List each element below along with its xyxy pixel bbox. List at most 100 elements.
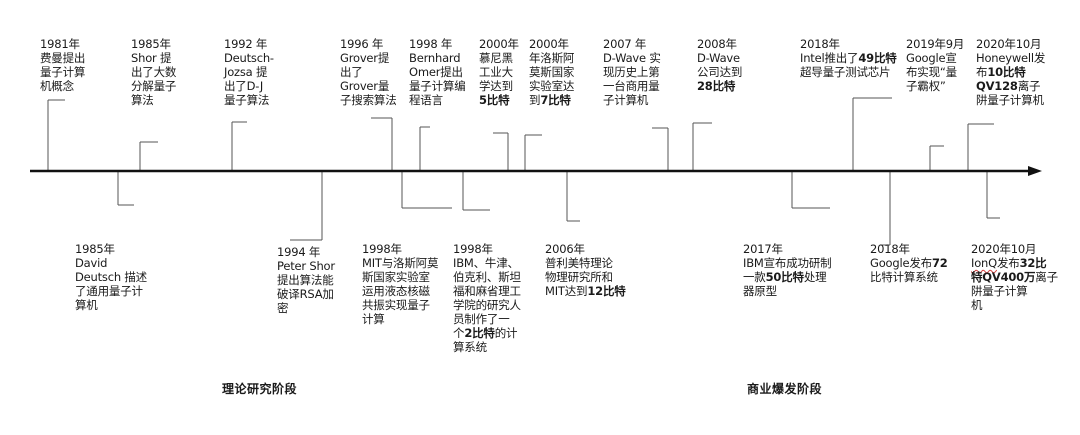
event-text-line: 器原型 (743, 284, 777, 298)
event-text-line: 算法 (131, 93, 154, 107)
event-text-line: 机概念 (40, 79, 74, 93)
event-text-line: 布10比特 (976, 65, 1026, 79)
event-text-line: 破译RSA加 (277, 287, 334, 301)
event-text-line: 分解量子 (131, 79, 177, 93)
event-text-line: 28比特 (697, 79, 736, 93)
event-text-line: 提出算法能 (277, 273, 334, 287)
event-year: 1981年 (40, 37, 80, 51)
event-text-line: 出了 (340, 65, 363, 79)
event-text-line: 子计算机 (603, 93, 649, 107)
event-year: 1994 年 (277, 245, 321, 259)
event-text-line: IBM宣布成功研制 (743, 256, 832, 270)
event-year: 1985年 (75, 242, 115, 256)
event-text-line: David (75, 256, 108, 270)
event-text-line: Honeywell发 (976, 51, 1046, 65)
event-text-line: MIT达到12比特 (545, 284, 626, 298)
event-text-line: 到7比特 (529, 93, 571, 107)
event-text-line: D-Wave 实 (603, 51, 661, 65)
event-text-line: Grover量 (340, 79, 390, 93)
event-text-line: Google宣 (906, 51, 957, 65)
event-text-line: Peter Shor (277, 259, 335, 273)
event-text-line: 一款50比特处理 (743, 270, 827, 284)
event-text-line: Deutsch- (224, 51, 274, 65)
event-year: 2000年 (479, 37, 519, 51)
event-text-line: 阱量子计算 (971, 284, 1028, 298)
axis-arrowhead (1028, 166, 1042, 176)
event-text-line: 量子计算 (40, 65, 86, 79)
event-text-line: Bernhard (409, 51, 461, 65)
event-year: 1985年 (131, 37, 171, 51)
event-text-line: 算系统 (453, 340, 487, 354)
event-text-line: 年洛斯阿 (529, 51, 575, 65)
phase-label-commercial: 商业爆发阶段 (747, 382, 823, 396)
event-year: 1992 年 (224, 37, 268, 51)
event-text-line: 现历史上第 (603, 65, 660, 79)
event-text-line: 运用液态核磁 (362, 284, 430, 298)
event-text-line: 个2比特的计 (453, 326, 518, 340)
event-text-line: 实验室达 (529, 79, 575, 93)
event-text-line: 阱量子计算机 (976, 93, 1044, 107)
event-text-line: 子霸权” (906, 79, 946, 93)
event-text-line: 斯国家实验室 (362, 270, 430, 284)
event-text-line: 共振实现量子 (362, 298, 430, 312)
event-text-line: 一台商用量 (603, 79, 660, 93)
event-text-line: 算机 (75, 298, 98, 312)
event-2000-los-alamos: 2000年年洛斯阿莫斯国家实验室达到7比特 (529, 37, 574, 107)
event-text-line: Shor 提 (131, 51, 172, 65)
event-text-line: 费曼提出 (40, 51, 86, 65)
event-year: 1998 年 (409, 37, 453, 51)
event-text-line: 超导量子测试芯片 (800, 65, 891, 79)
event-text-line: Deutsch 描述 (75, 270, 147, 284)
event-text-line: 5比特 (479, 93, 510, 107)
event-text-line: Google发布72 (870, 256, 948, 270)
event-text-line: 普利美特理论 (545, 256, 613, 270)
event-text-line: 程语言 (409, 93, 443, 107)
event-text-line: 员制作了一 (453, 312, 510, 326)
event-text-line: 福和麻省理工 (453, 284, 521, 298)
event-year: 2019年9月 (906, 37, 965, 51)
event-text-line: MIT与洛斯阿莫 (362, 256, 439, 270)
event-year: 2020年10月 (976, 37, 1042, 51)
event-text-line: 比特计算系统 (870, 270, 938, 284)
event-text-line: Jozsa 提 (224, 65, 268, 79)
event-text-line: 公司达到 (697, 65, 743, 79)
event-text-line: 工业大 (479, 65, 513, 79)
event-text-line: 出了D-J (224, 79, 264, 93)
event-text-line: IBM、牛津、 (453, 256, 519, 270)
event-year: 1998年 (362, 242, 402, 256)
event-text-line: 量子算法 (224, 93, 270, 107)
phase-label-theory: 理论研究阶段 (222, 382, 298, 396)
event-year: 2020年10月 (971, 242, 1037, 256)
event-text-line: Intel推出了49比特 (800, 51, 897, 65)
event-year: 2018年 (800, 37, 840, 51)
event-1981-feynman: 1981年费曼提出量子计算机概念 (40, 37, 85, 93)
event-text-line: Omer提出 (409, 65, 463, 79)
event-text-line: 伯克利、斯坦 (453, 270, 521, 284)
event-text-line: 量子计算编 (409, 79, 466, 93)
event-text-line: 莫斯国家 (529, 65, 575, 79)
event-text-line: 了通用量子计 (75, 284, 143, 298)
event-text-line: 机 (971, 298, 983, 312)
event-year: 2006年 (545, 242, 585, 256)
event-text-line: 出了大数 (131, 65, 177, 79)
event-year: 2007 年 (603, 37, 647, 51)
event-text-line: D-Wave (697, 51, 740, 65)
event-year: 2000年 (529, 37, 569, 51)
event-text-line: 特QV400万离子 (971, 270, 1058, 284)
